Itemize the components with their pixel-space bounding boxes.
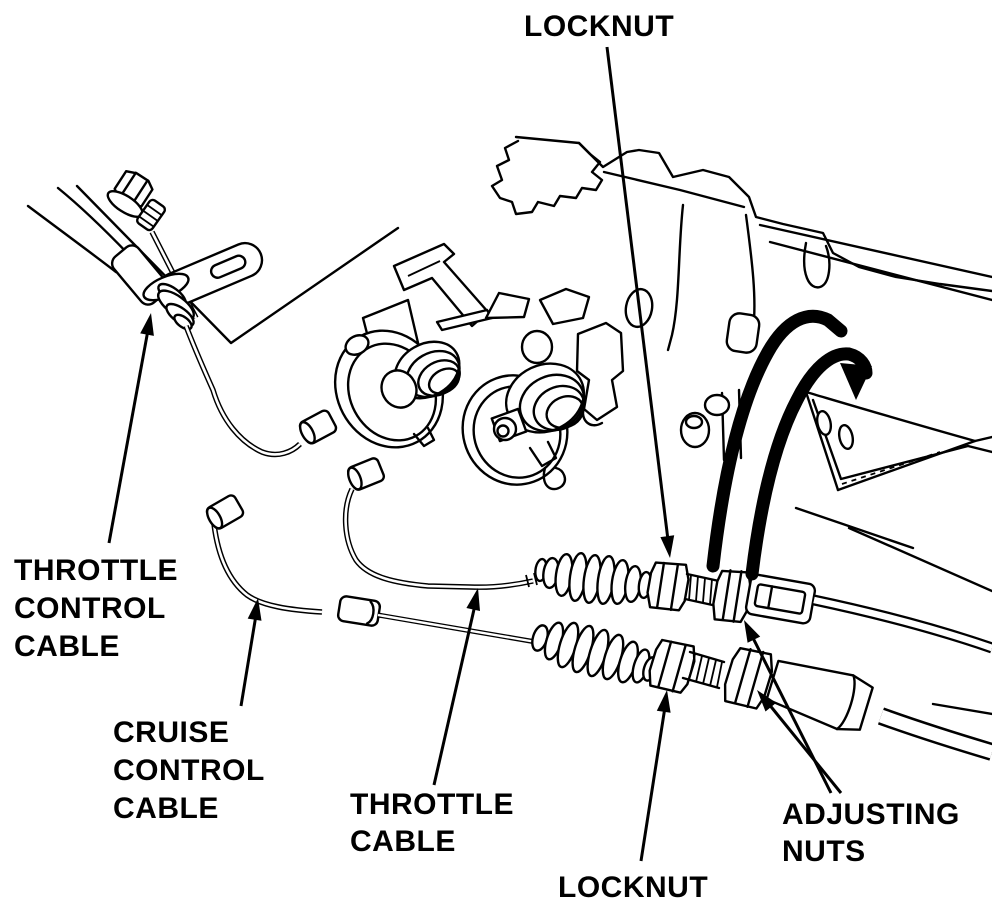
leader-arrows bbox=[107, 46, 843, 862]
bracket-cable-hole bbox=[815, 409, 833, 437]
throttle-cable-boot bbox=[534, 552, 653, 606]
threaded-adjuster-rod bbox=[681, 650, 726, 690]
bracket-cable-hole bbox=[837, 423, 855, 451]
label-locknut-top: LOCKNUT bbox=[524, 10, 674, 43]
throttle-control-cable-adjuster bbox=[26, 170, 338, 458]
arrow-throttle-control-cable bbox=[107, 313, 154, 544]
engine-stud bbox=[703, 393, 731, 417]
cable-end-cap bbox=[205, 494, 245, 530]
svg-text:CABLE: CABLE bbox=[350, 825, 456, 858]
left-cable-drum bbox=[333, 298, 461, 449]
throttle-cable-assembly bbox=[342, 457, 992, 654]
cruise-cable-locknut bbox=[648, 638, 696, 694]
throttle-body-drums bbox=[333, 287, 731, 491]
cruise-control-cable-assembly bbox=[205, 494, 992, 761]
callout-labels: LOCKNUT THROTTLE CONTROL CABLE CRUISE CO… bbox=[14, 10, 960, 902]
svg-text:NUTS: NUTS bbox=[782, 835, 866, 868]
right-cable-drum bbox=[461, 287, 625, 491]
cable-housing-ferrule bbox=[744, 573, 817, 625]
cable-routing-rotation-arrow bbox=[706, 309, 873, 581]
svg-text:ADJUSTING: ADJUSTING bbox=[782, 798, 960, 831]
label-throttle-control-cable: THROTTLE CONTROL CABLE bbox=[14, 554, 178, 663]
svg-text:CRUISE: CRUISE bbox=[113, 716, 229, 749]
svg-text:CABLE: CABLE bbox=[14, 630, 120, 663]
svg-text:THROTTLE: THROTTLE bbox=[350, 788, 514, 821]
svg-text:THROTTLE: THROTTLE bbox=[14, 554, 178, 587]
throttle-cable-locknut bbox=[646, 561, 690, 612]
svg-text:CONTROL: CONTROL bbox=[113, 754, 265, 787]
adjuster-rubber-boot bbox=[157, 282, 195, 331]
engine-stud bbox=[684, 414, 704, 430]
cable-stay-bracket bbox=[804, 390, 992, 492]
engine-boss bbox=[725, 312, 761, 354]
firewall-panel-lines bbox=[75, 184, 400, 345]
adjuster-thread-stem bbox=[135, 198, 167, 232]
arrow-throttle-cable bbox=[432, 588, 480, 786]
arrow-locknut-bottom bbox=[639, 690, 671, 862]
svg-text:CABLE: CABLE bbox=[113, 792, 219, 825]
arrow-adjusting-nut-lower bbox=[757, 690, 843, 794]
arrow-cruise-control-cable bbox=[239, 598, 262, 707]
routing-arrowhead-icon bbox=[840, 363, 872, 400]
label-throttle-cable: THROTTLE CABLE bbox=[350, 788, 514, 858]
adjuster-bracket-plate bbox=[156, 241, 264, 309]
label-adjusting-nuts: ADJUSTING NUTS bbox=[782, 798, 960, 868]
svg-text:CONTROL: CONTROL bbox=[14, 592, 166, 625]
arrow-locknut-top bbox=[605, 46, 675, 558]
cable-end-cap bbox=[298, 409, 338, 445]
label-cruise-control-cable: CRUISE CONTROL CABLE bbox=[113, 716, 265, 825]
cable-end-cap bbox=[346, 457, 386, 491]
threaded-adjuster-rod bbox=[683, 572, 721, 608]
label-locknut-bottom: LOCKNUT bbox=[558, 871, 708, 902]
cruise-cable-boot bbox=[531, 621, 658, 684]
cable-wire-ferrule bbox=[336, 595, 382, 627]
